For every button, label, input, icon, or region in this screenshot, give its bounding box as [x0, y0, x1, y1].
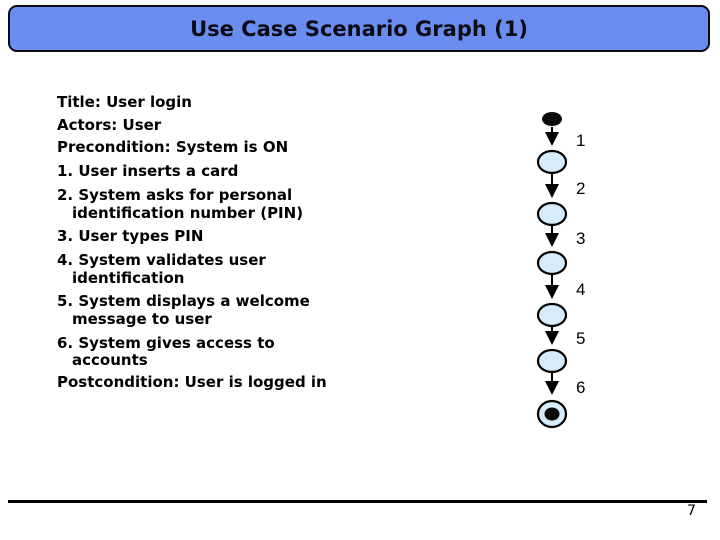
scenario-step-5: 5. System displays a welcome: [57, 292, 310, 310]
scenario-step-6-wrap: accounts: [72, 351, 148, 369]
scenario-step-4-wrap: identification: [72, 269, 185, 287]
state-node-2: [536, 201, 568, 227]
edge-label-3: 3: [576, 229, 585, 248]
state-node-1: [536, 149, 568, 175]
page-number: 7: [687, 503, 696, 519]
scenario-title-line: Title: User login: [57, 93, 192, 111]
edge-label-6: 6: [576, 378, 585, 397]
state-node-4: [536, 302, 568, 328]
scenario-step-4: 4. System validates user: [57, 251, 266, 269]
end-node-inner-dot: [544, 407, 560, 421]
scenario-precondition-line: Precondition: System is ON: [57, 138, 289, 156]
scenario-postcondition-line: Postcondition: User is logged in: [57, 373, 327, 391]
start-node: [542, 112, 562, 126]
scenario-actors-line: Actors: User: [57, 116, 162, 134]
slide-title-banner: Use Case Scenario Graph (1): [8, 5, 710, 52]
scenario-graph: 1 2 3 4 5 6: [536, 112, 585, 429]
scenario-step-5-wrap: message to user: [72, 310, 212, 328]
edge-label-2: 2: [576, 179, 585, 198]
footer-divider: [8, 500, 707, 503]
state-node-3: [536, 250, 568, 276]
edge-label-4: 4: [576, 280, 585, 299]
page-title: Use Case Scenario Graph (1): [190, 16, 528, 41]
edge-label-1: 1: [576, 131, 585, 150]
scenario-step-2: 2. System asks for personal: [57, 186, 293, 204]
scenario-step-2-wrap: identification number (PIN): [72, 204, 304, 222]
scenario-step-6: 6. System gives access to: [57, 334, 275, 352]
state-node-5: [536, 348, 568, 374]
scenario-step-3: 3. User types PIN: [57, 227, 204, 245]
scenario-step-1: 1. User inserts a card: [57, 162, 239, 180]
edge-label-5: 5: [576, 329, 585, 348]
